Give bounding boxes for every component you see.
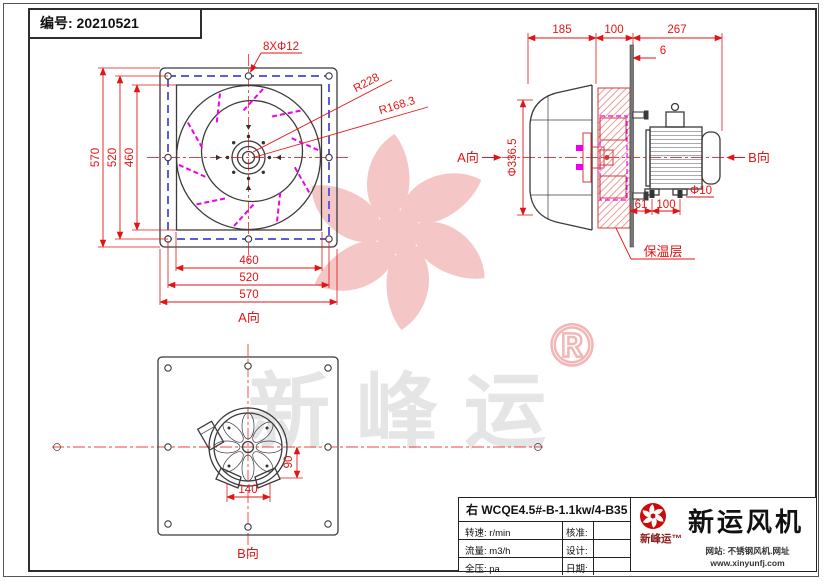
sign-approved-value xyxy=(594,522,630,539)
dia-impeller-label: Φ336.5 xyxy=(507,139,519,177)
watermark-brand-text: 新峰运 xyxy=(248,367,572,458)
insulation-label: 保温层 xyxy=(643,244,682,259)
model-designation: 右 WCQE4.5#-B-1.1kw/4-B35 xyxy=(459,498,630,522)
sheet-outer-border xyxy=(3,3,819,577)
motor-rear-view xyxy=(196,407,288,489)
side-top-dimensions: 185 100 267 6 xyxy=(527,24,723,131)
front-impeller-outer-circle xyxy=(175,84,322,231)
bottom-view: 140 90 B向 xyxy=(52,344,543,561)
dim-460-left: 460 xyxy=(124,148,136,167)
side-view-a-label: A向 xyxy=(457,150,479,165)
front-view: 8XΦ12 R228 R168.3 570 520 460 460 520 xyxy=(90,41,429,325)
side-impeller-cone xyxy=(529,84,593,231)
impeller-diameter-dim: Φ336.5 xyxy=(507,99,533,216)
spec-speed: 转速: r/min xyxy=(459,522,563,539)
motor-foot-dimensions: Φ10 61 100 xyxy=(629,185,714,215)
spec-flow: 流量: m3/h xyxy=(459,540,563,557)
company-website-url: www.xinyunfj.com xyxy=(710,558,785,568)
bottom-plate-holes xyxy=(164,362,332,531)
side-view: 185 100 267 6 xyxy=(457,24,770,260)
motor-eyebolt xyxy=(670,102,680,112)
dim-520-left: 520 xyxy=(107,148,119,167)
motor xyxy=(644,102,721,198)
spec-pressure: 全压: pa xyxy=(459,558,563,575)
dim-570-bottom: 570 xyxy=(239,289,258,301)
dim-90: 90 xyxy=(283,456,295,469)
fan-cover-slots xyxy=(213,412,283,482)
watermark-fan-swirl xyxy=(297,134,499,330)
dim-185: 185 xyxy=(552,24,571,36)
watermark-registered-mark: ® xyxy=(551,313,594,378)
sheet-inner-border xyxy=(28,8,817,572)
dia-bolt-label: Φ10 xyxy=(690,185,712,197)
motor-end-cap xyxy=(701,131,721,185)
front-volute-circle xyxy=(200,99,304,203)
brand-small-text: 新峰运™ xyxy=(640,533,682,545)
front-hub xyxy=(216,125,281,190)
dim-61: 61 xyxy=(635,199,648,211)
dim-460-bottom: 460 xyxy=(239,255,258,267)
sign-approved: 核准: xyxy=(563,522,594,539)
front-outer-flange xyxy=(159,67,338,248)
title-block-spec-table: 右 WCQE4.5#-B-1.1kw/4-B35 转速: r/min 核准: 流… xyxy=(459,498,631,575)
doc-number-box: 编号: 20210521 xyxy=(28,8,202,39)
title-block: 右 WCQE4.5#-B-1.1kw/4-B35 转速: r/min 核准: 流… xyxy=(458,497,817,575)
table-row: 全压: pa 日期: xyxy=(459,558,630,575)
impeller-blades xyxy=(178,88,319,227)
dim-100-bottom: 100 xyxy=(656,199,675,211)
dim-100-top: 100 xyxy=(604,24,623,36)
dim-140: 140 xyxy=(238,484,257,496)
bottom-view-label: B向 xyxy=(237,546,259,561)
insulation-block xyxy=(597,87,631,229)
hole-callout: 8XΦ12 xyxy=(263,41,299,53)
table-row: 转速: r/min 核准: xyxy=(459,522,630,540)
mounting-plate xyxy=(629,44,634,248)
dim-6: 6 xyxy=(660,45,666,57)
sign-date: 日期: xyxy=(563,558,594,575)
front-view-label: A向 xyxy=(238,310,260,325)
title-block-company: 新峰运™ 新运风机 网站: 不锈钢风机.网址 www.xinyunfj.com xyxy=(631,498,816,571)
bottom-plate xyxy=(157,356,339,536)
bottom-dimensions: 140 90 xyxy=(226,446,303,502)
sign-designed-value xyxy=(594,540,630,557)
radius-outer-label: R228 xyxy=(352,72,382,96)
table-row: 流量: m3/h 设计: xyxy=(459,540,630,558)
sign-designed: 设计: xyxy=(563,540,594,557)
company-name: 新运风机 xyxy=(688,507,805,537)
company-website-cn: 网站: 不锈钢风机.网址 xyxy=(705,546,790,556)
sign-date-value xyxy=(594,558,630,575)
front-bottom-dimensions: 460 520 570 xyxy=(159,232,338,306)
company-logo-icon xyxy=(640,503,666,529)
plate-bolts xyxy=(632,110,649,201)
motor-junction-box xyxy=(665,111,685,128)
motor-fins xyxy=(650,131,702,184)
front-left-dimensions: 570 520 460 xyxy=(90,67,176,248)
dim-570-left: 570 xyxy=(90,148,102,167)
dim-267: 267 xyxy=(667,24,686,36)
dim-520-bottom: 520 xyxy=(239,272,258,284)
side-view-b-label: B向 xyxy=(748,150,770,165)
radius-inner-label: R168.3 xyxy=(378,95,417,117)
